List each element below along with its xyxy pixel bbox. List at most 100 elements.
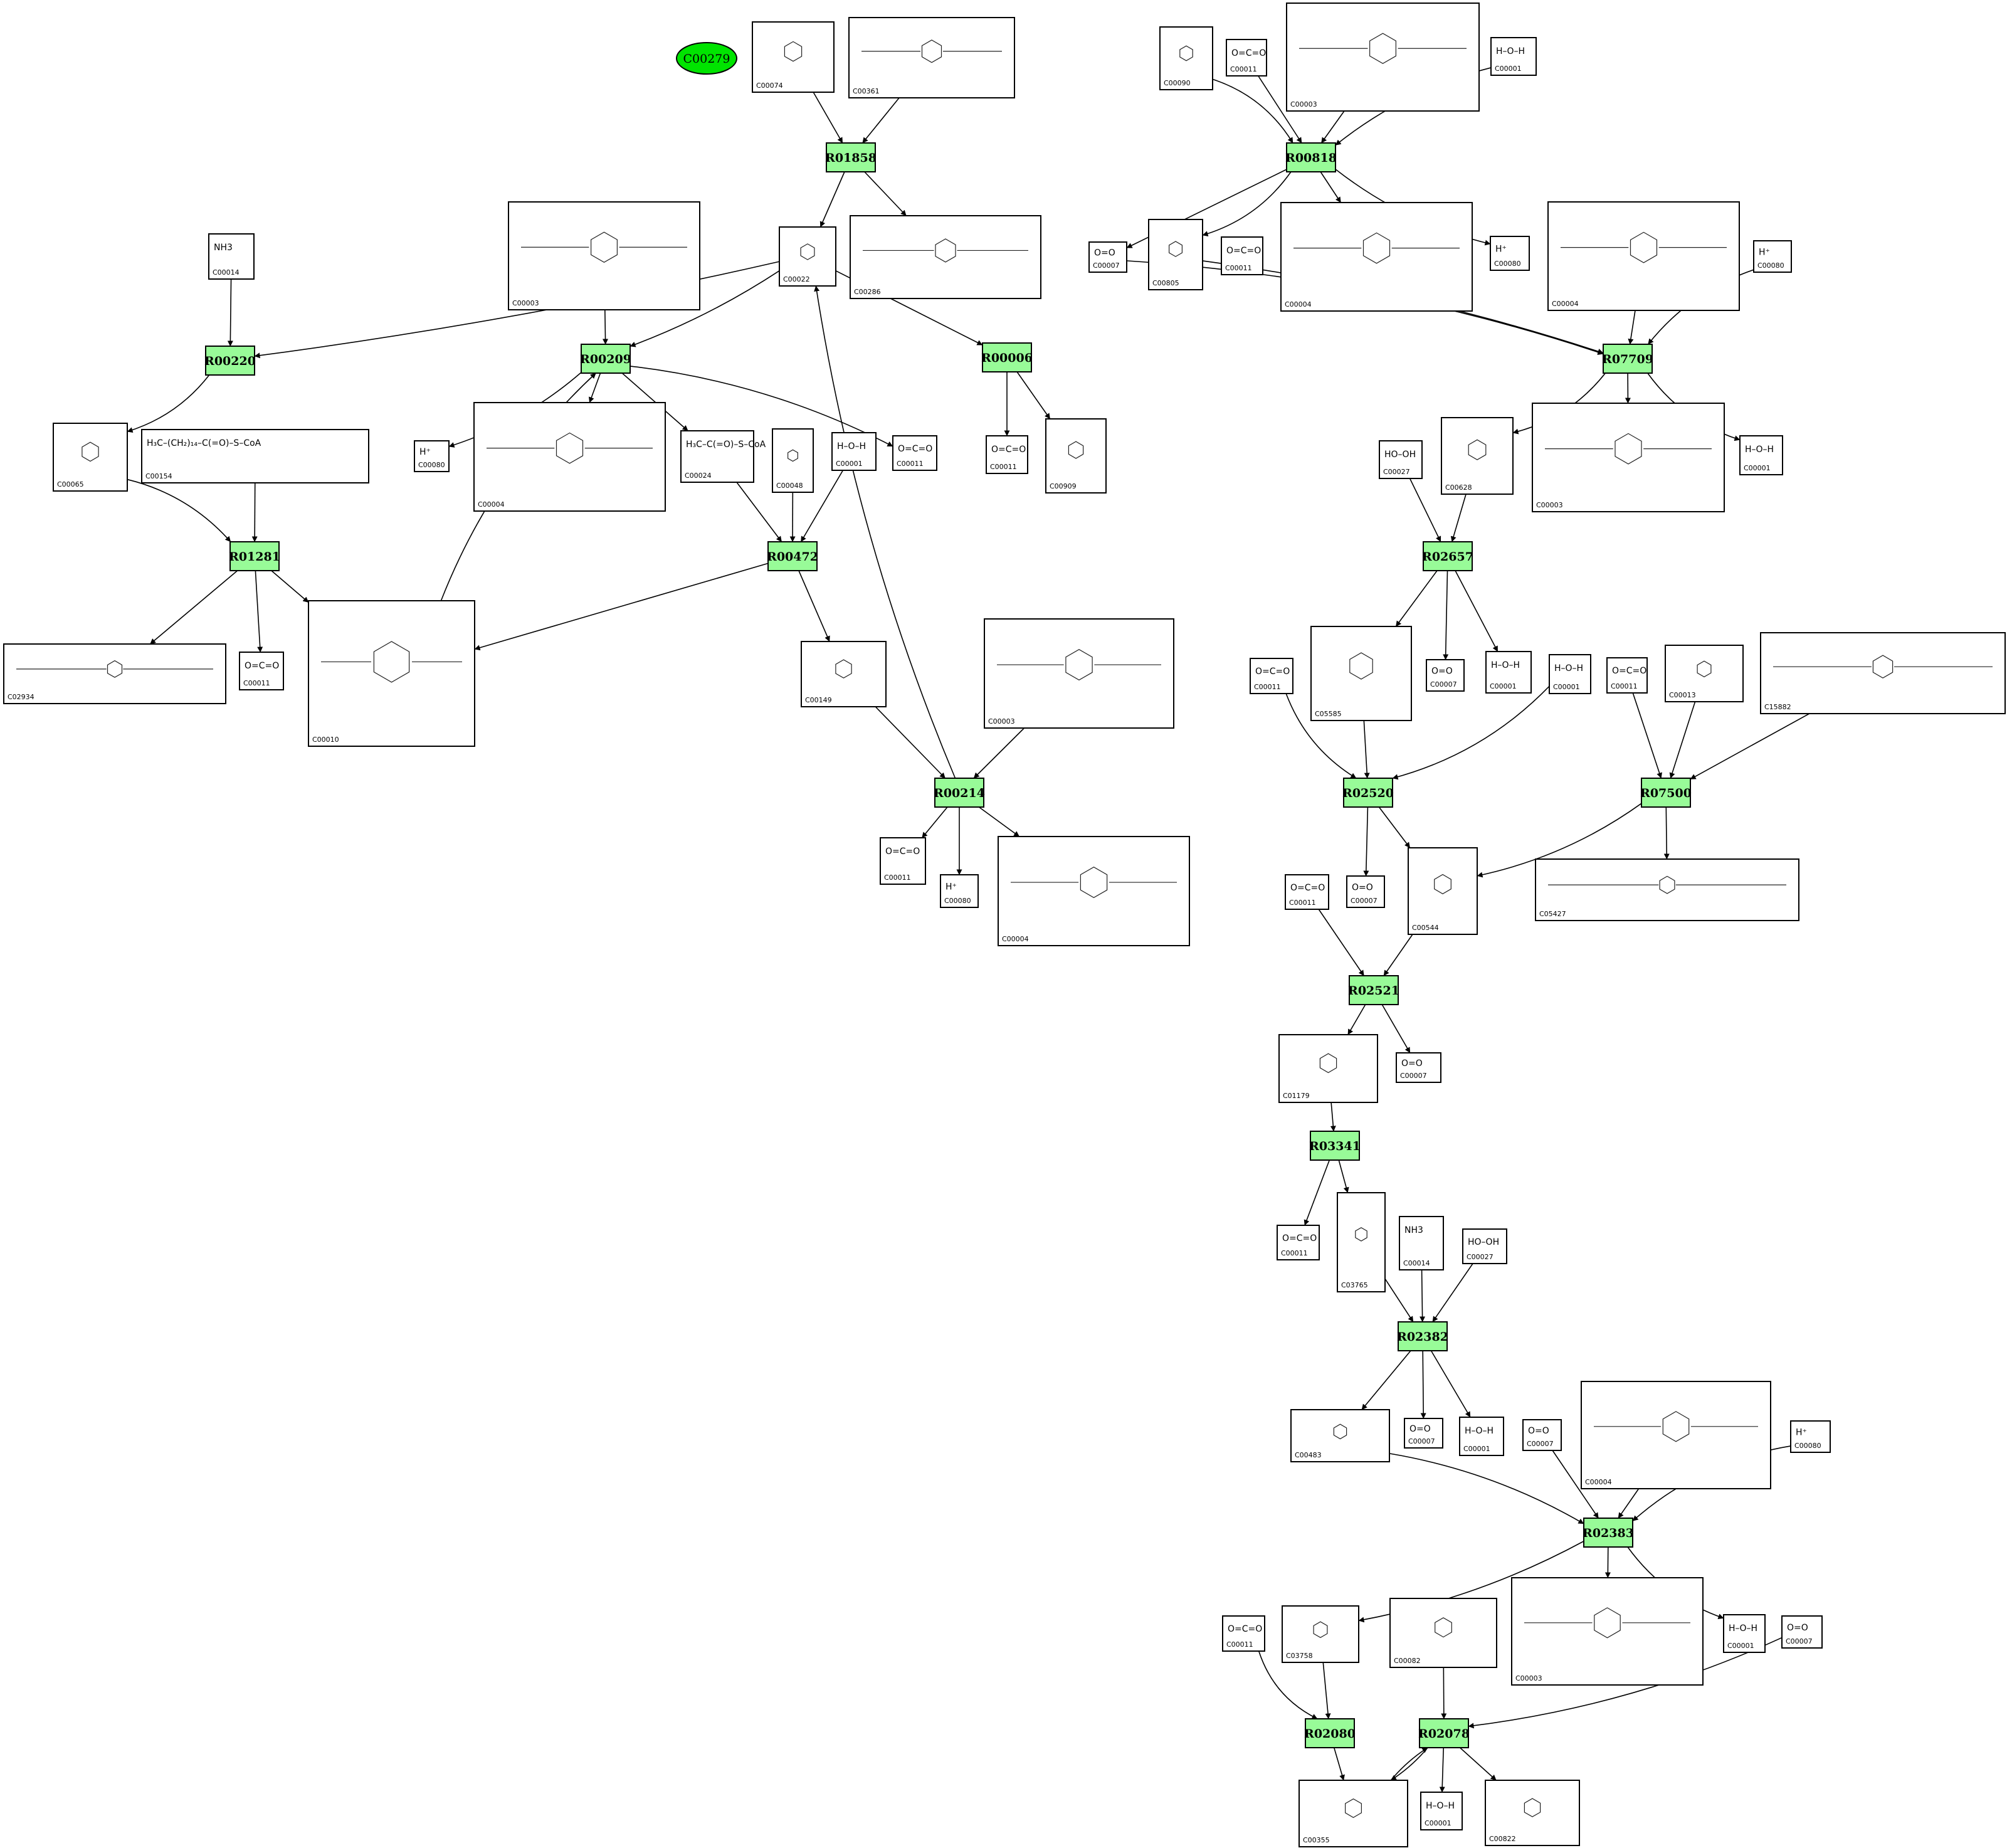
compound-C00004[interactable]: C00004 [1581,1381,1771,1489]
compound-C00004[interactable]: C00004 [998,836,1190,946]
compound-C00080[interactable]: H⁺C00080 [1753,240,1792,273]
compound-id: C00003 [1515,1674,1542,1682]
compound-C00004[interactable]: C00004 [1547,201,1740,311]
compound-C01179[interactable]: C01179 [1278,1034,1378,1103]
compound-C03765[interactable]: C03765 [1337,1192,1386,1292]
edge-C00361-R01858 [862,97,900,144]
reaction-R02080[interactable]: R02080 [1304,1718,1356,1748]
reaction-R02657[interactable]: R02657 [1422,541,1473,571]
compound-C00355[interactable]: C00355 [1298,1780,1408,1847]
reaction-R07709[interactable]: R07709 [1602,344,1653,374]
compound-C00361[interactable]: C00361 [848,17,1015,98]
compound-box [3,643,226,704]
compound-C02934[interactable]: C02934 [3,643,226,704]
reaction-R03341[interactable]: R03341 [1309,1131,1361,1161]
compound-C00003[interactable]: C00003 [508,201,700,310]
compound-C00003[interactable]: C00003 [1532,403,1725,512]
reaction-R02382[interactable]: R02382 [1397,1321,1448,1351]
compound-C00074[interactable]: C00074 [752,21,835,93]
compound-C00022[interactable]: C00022 [779,226,836,287]
compound-C00090[interactable]: C00090 [1159,26,1213,90]
compound-C00013[interactable]: C00013 [1665,645,1744,702]
compound-C00003[interactable]: C00003 [984,618,1174,729]
compound-C00483[interactable]: C00483 [1290,1409,1390,1462]
compound-C00080[interactable]: H⁺C00080 [1490,236,1530,271]
compound-C05585[interactable]: C05585 [1310,626,1412,721]
reaction-R02383[interactable]: R02383 [1583,1518,1634,1548]
reaction-R00818[interactable]: R00818 [1285,142,1337,172]
compound-C00065[interactable]: C00065 [53,423,128,492]
compound-C00805[interactable]: C00805 [1148,219,1203,290]
compound-C00080[interactable]: H⁺C00080 [414,440,450,472]
reaction-R00220[interactable]: R00220 [204,346,256,376]
compound-C00149[interactable]: C00149 [801,641,887,707]
compound-C00004[interactable]: C00004 [1280,202,1473,312]
compound-C00080[interactable]: H⁺C00080 [1790,1420,1831,1453]
reaction-R02078[interactable]: R02078 [1418,1718,1470,1748]
reaction-R02520[interactable]: R02520 [1342,778,1394,808]
reaction-R02521[interactable]: R02521 [1348,975,1399,1005]
highlight-ellipse [676,42,737,75]
reaction-R00006[interactable]: R00006 [981,342,1033,372]
compound-C00003[interactable]: C00003 [1286,3,1480,112]
reaction-R01281[interactable]: R01281 [229,541,280,571]
compound-C00010[interactable]: C00010 [308,600,475,747]
reaction-R00214[interactable]: R00214 [934,778,985,808]
compound-C00286[interactable]: C00286 [850,215,1041,299]
compound-C00082[interactable]: C00082 [1389,1598,1497,1668]
reaction-R01858[interactable]: R01858 [825,142,877,172]
compound-C00628[interactable]: C00628 [1441,417,1514,495]
reaction-R00472[interactable]: R00472 [767,541,818,571]
highlight-compound[interactable]: C00279 [676,42,737,75]
compound-C00822[interactable]: C00822 [1485,1780,1580,1846]
edge-R01858-C00286 [864,171,907,216]
reaction-R07500[interactable]: R07500 [1640,778,1692,808]
reaction-R00209[interactable]: R00209 [580,344,631,374]
compound-C00909[interactable]: C00909 [1045,418,1107,494]
compound-C00544[interactable]: C00544 [1408,847,1478,935]
structure-sketch [1468,439,1487,460]
compound-C03758[interactable]: C03758 [1282,1605,1359,1663]
compound-C15882[interactable]: C15882 [1760,632,2006,714]
compound-C00004[interactable]: C00004 [473,402,666,512]
compound-C05427[interactable]: C05427 [1535,858,1799,921]
compound-id: C00822 [1489,1835,1516,1843]
reaction-label: R00214 [934,786,985,800]
compound-formula: O=C=O [1255,667,1290,677]
compound-C00048[interactable]: C00048 [772,428,814,493]
compound-C00080[interactable]: H⁺C00080 [940,874,979,908]
compound-C00003[interactable]: C00003 [1511,1577,1704,1686]
